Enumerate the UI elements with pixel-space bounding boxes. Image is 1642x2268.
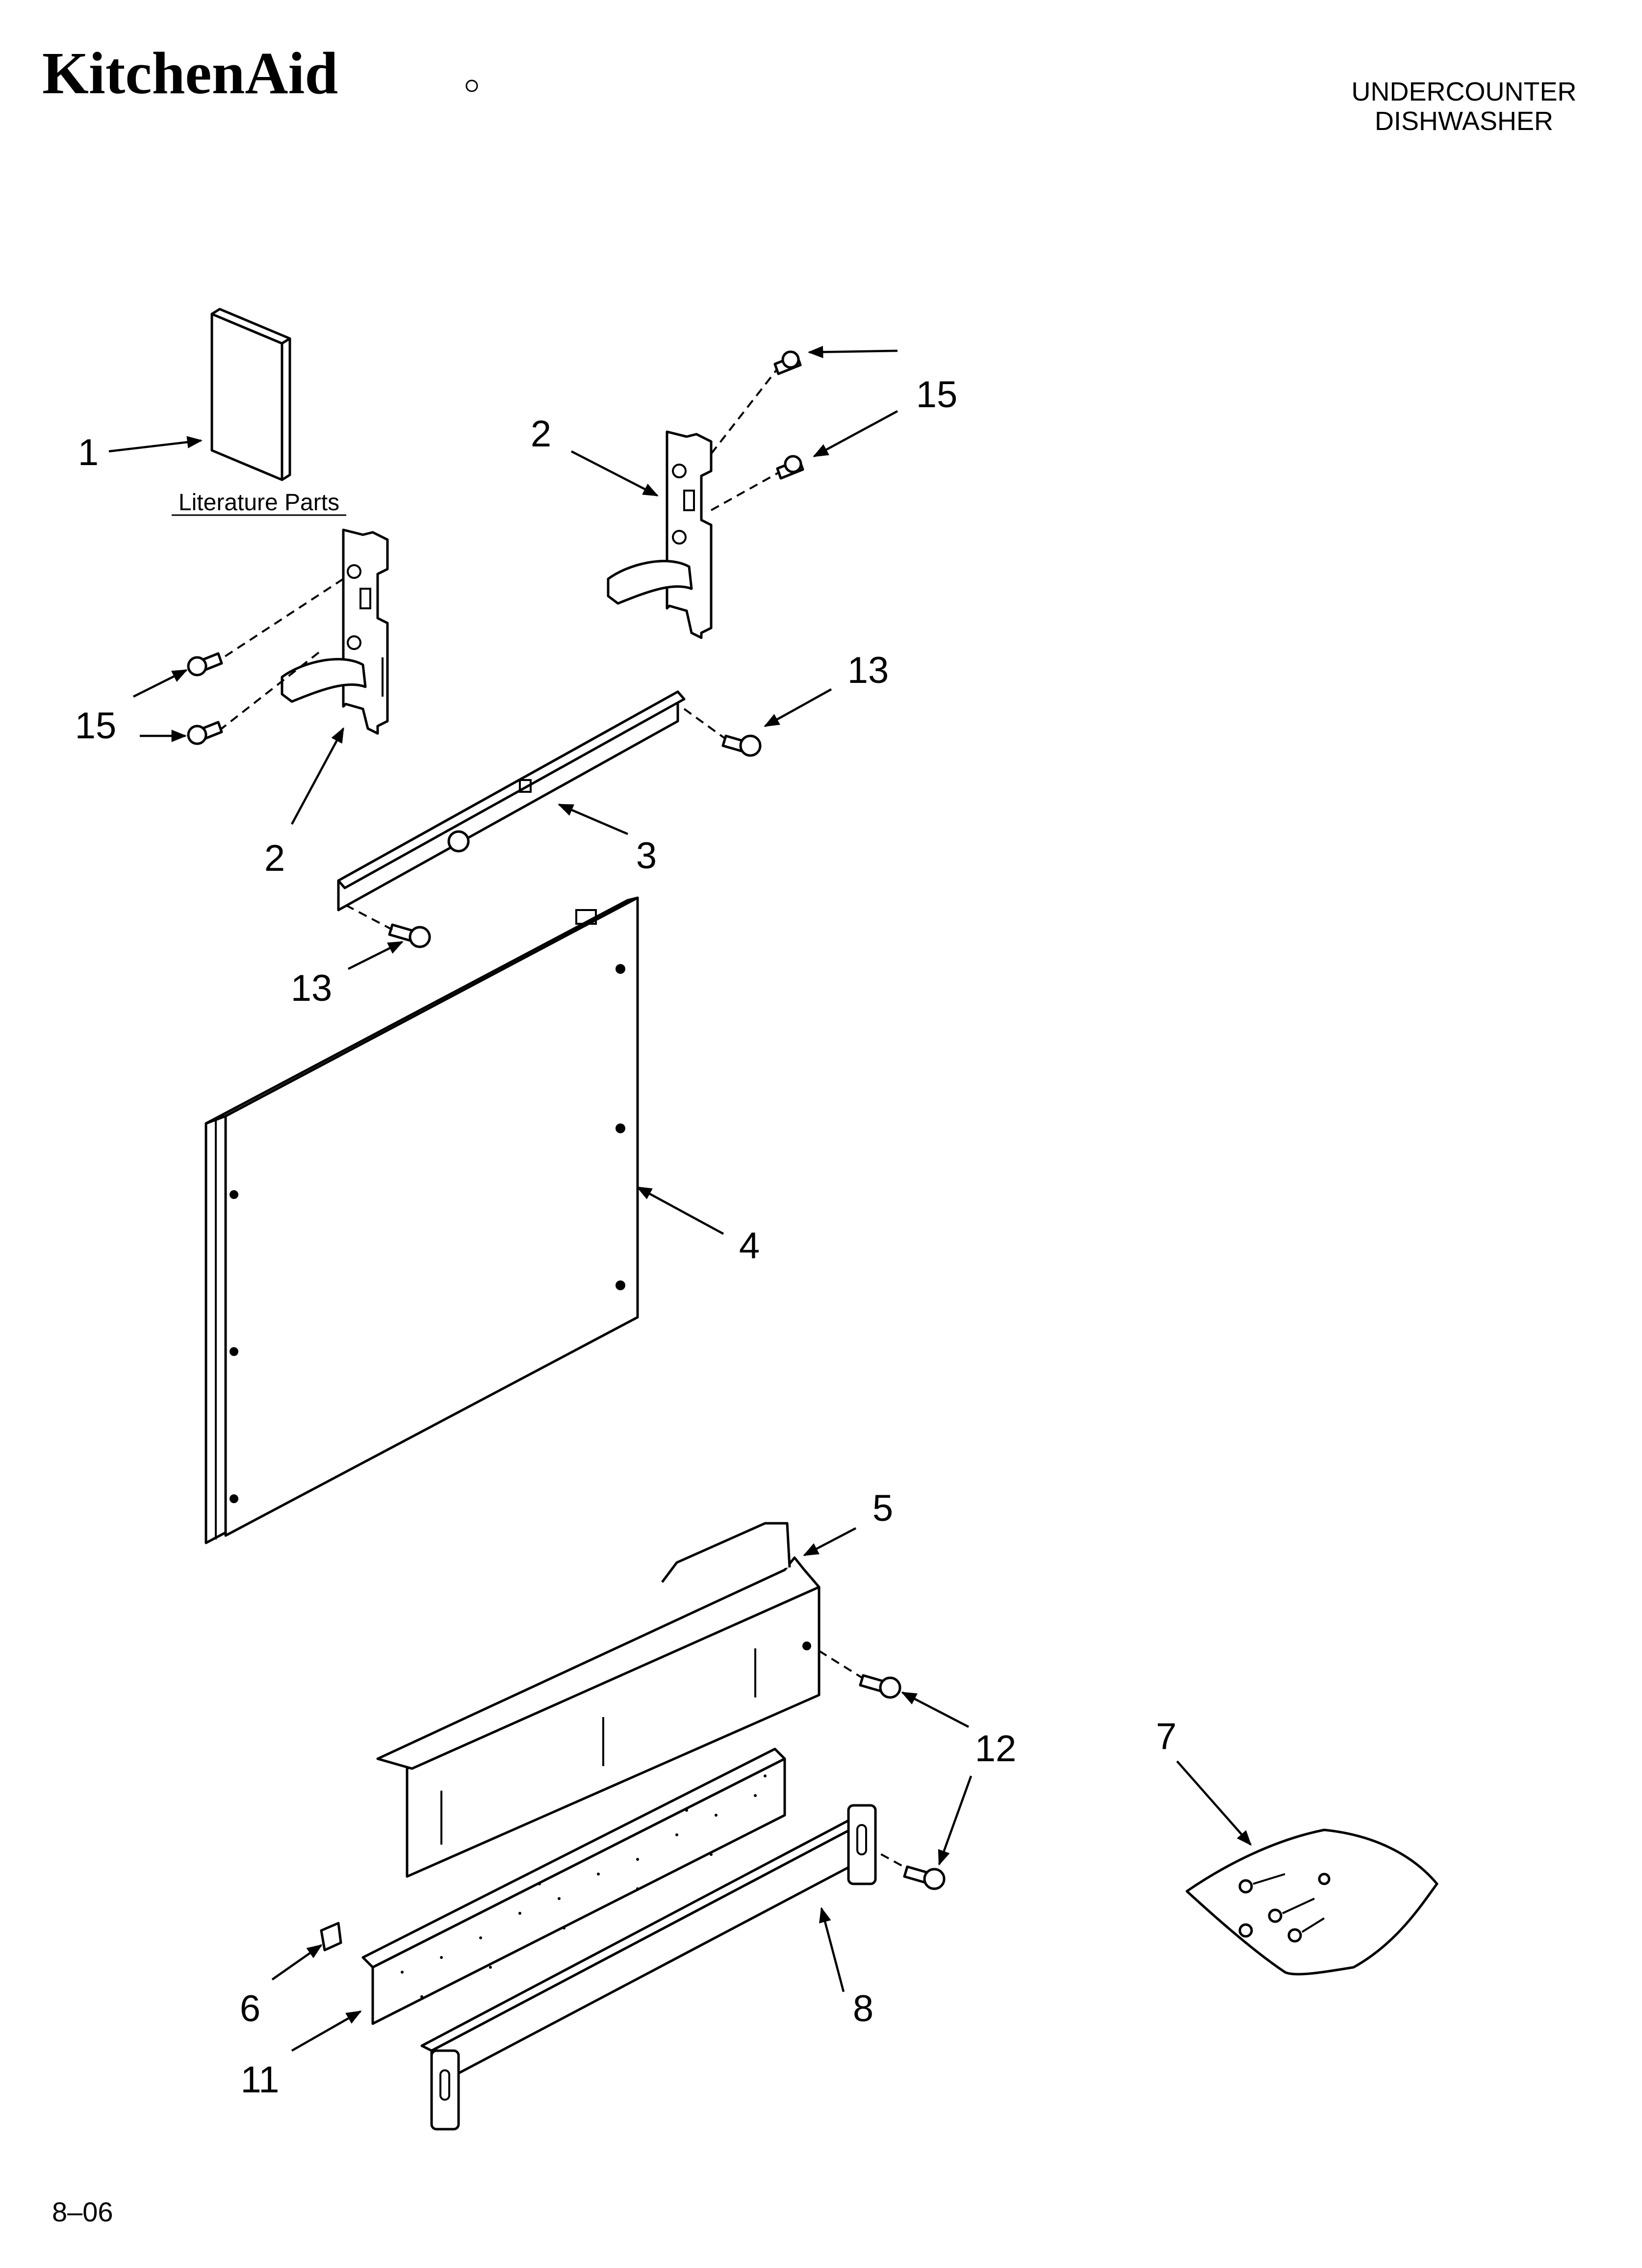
registered-mark-icon: [465, 79, 478, 92]
leader-arrows: [108, 345, 1252, 2052]
toe-panel-bracket-part-5: [376, 1522, 821, 1878]
callout-11: 11: [241, 2059, 280, 2101]
dash-guide: [221, 652, 320, 730]
callout-5: 5: [872, 1487, 893, 1529]
dash-guide: [345, 904, 393, 931]
callout-2-left: 2: [264, 837, 285, 879]
callout-13-left: 13: [291, 967, 333, 1009]
hardware-bag-part-7: [1185, 1828, 1438, 1976]
callout-2-right: 2: [531, 413, 551, 455]
literature-parts-label: Literature Parts: [179, 490, 339, 516]
dash-guide: [818, 1650, 863, 1679]
screw-13-right: [721, 734, 762, 757]
screw-15-upper-right: [773, 350, 802, 375]
footer-code: 8–06: [52, 2196, 113, 2227]
top-rail-part-3: [337, 690, 686, 912]
dash-guide: [711, 471, 780, 511]
literature-booklet: [210, 308, 291, 481]
header-line-1: UNDERCOUNTER: [1352, 77, 1577, 106]
callout-12: 12: [975, 1728, 1017, 1770]
dash-guide: [683, 708, 726, 739]
callout-15-right: 15: [916, 374, 958, 416]
dash-guide: [219, 578, 344, 661]
hinge-bracket-left: [281, 528, 389, 735]
callout-1: 1: [78, 432, 99, 473]
callout-3: 3: [636, 835, 657, 877]
callout-7: 7: [1156, 1716, 1177, 1757]
clip-part-6: [320, 1922, 342, 1952]
screw-12-upper: [859, 1674, 901, 1699]
header-line-2: DISHWASHER: [1375, 106, 1553, 136]
brand-logo: KitchenAid: [42, 40, 338, 106]
door-panel-part-4: [205, 896, 639, 1544]
screw-12-lower: [903, 1865, 946, 1890]
callout-6: 6: [240, 1988, 260, 2030]
callout-8: 8: [853, 1988, 873, 2030]
dash-guide: [710, 368, 778, 455]
screw-15-lower-right: [776, 455, 804, 480]
callout-15-left: 15: [75, 705, 117, 747]
hinge-bracket-right: [607, 430, 713, 639]
insulation-block-part-11: [361, 1747, 786, 2025]
screw-13-left: [388, 923, 431, 948]
screw-15-upper-left: [187, 652, 223, 677]
screw-15-lower-left: [187, 721, 223, 745]
callout-13-right: 13: [847, 650, 889, 691]
toe-plate-part-8: [420, 1804, 877, 2131]
callout-4: 4: [739, 1225, 760, 1267]
